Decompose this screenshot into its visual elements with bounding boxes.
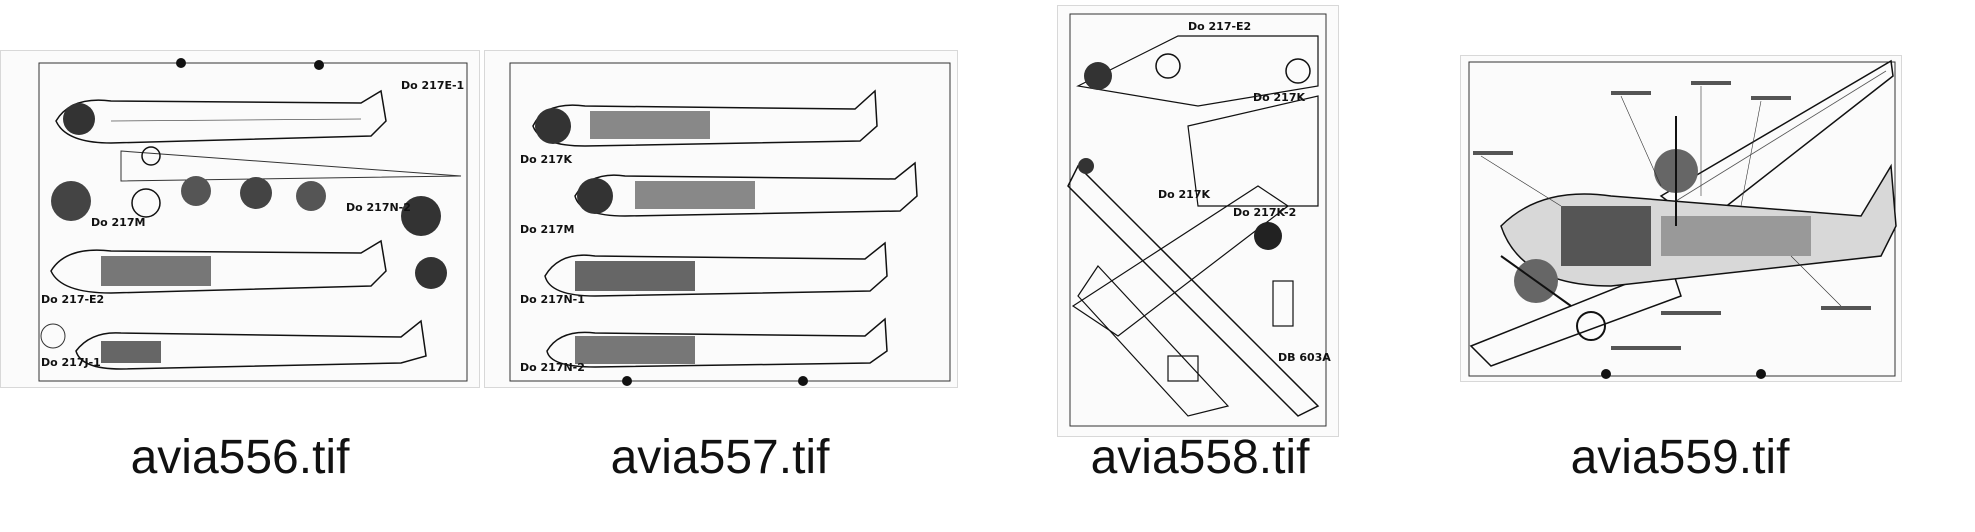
file-item-avia559[interactable]: avia559.tif bbox=[1440, 0, 1920, 490]
drawing-label: Do 217K bbox=[1158, 188, 1210, 201]
drawing-label: Do 217N-1 bbox=[520, 293, 585, 306]
drawing-label: Do 217K bbox=[520, 153, 572, 166]
aircraft-blueprint-icon: Do 217E-1 Do 217M Do 217N-2 Do 217-E2 Do… bbox=[38, 58, 468, 382]
thumbnail-image[interactable]: Do 217E-1 Do 217M Do 217N-2 Do 217-E2 Do… bbox=[0, 50, 480, 388]
file-item-avia557[interactable]: Do 217K Do 217M Do 217N-1 Do 217N-2 avia… bbox=[480, 0, 960, 490]
filename-label[interactable]: avia557.tif bbox=[610, 431, 830, 484]
drawing-label: Do 217K-2 bbox=[1233, 206, 1296, 219]
aircraft-blueprint-icon: Do 217K Do 217M Do 217N-1 Do 217N-2 bbox=[509, 62, 951, 386]
aircraft-cutaway-icon bbox=[1468, 59, 1897, 379]
file-item-avia556[interactable]: Do 217E-1 Do 217M Do 217N-2 Do 217-E2 Do… bbox=[0, 0, 480, 490]
filename-label[interactable]: avia559.tif bbox=[1570, 431, 1790, 484]
drawing-label: Do 217J-1 bbox=[41, 356, 101, 369]
thumbnail-image[interactable]: Do 217-E2 Do 217K Do 217K Do 217K-2 DB 6… bbox=[1057, 5, 1339, 437]
thumbnail-image[interactable] bbox=[1460, 55, 1902, 382]
filename-label[interactable]: avia558.tif bbox=[1090, 431, 1310, 484]
drawing-label: Do 217M bbox=[91, 216, 145, 229]
drawing-label: Do 217E-1 bbox=[401, 79, 464, 92]
aircraft-blueprint-icon: Do 217-E2 Do 217K Do 217K Do 217K-2 DB 6… bbox=[1067, 13, 1331, 427]
drawing-label: Do 217-E2 bbox=[1188, 20, 1251, 33]
thumbnail-image[interactable]: Do 217K Do 217M Do 217N-1 Do 217N-2 bbox=[484, 50, 958, 388]
drawing-label: DB 603A bbox=[1278, 351, 1331, 364]
drawing-label: Do 217K bbox=[1253, 91, 1305, 104]
file-item-avia558[interactable]: Do 217-E2 Do 217K Do 217K Do 217K-2 DB 6… bbox=[960, 0, 1440, 490]
drawing-label: Do 217M bbox=[520, 223, 574, 236]
drawing-label: Do 217-E2 bbox=[41, 293, 104, 306]
drawing-label: Do 217N-2 bbox=[520, 361, 585, 374]
filename-label[interactable]: avia556.tif bbox=[130, 431, 350, 484]
drawing-label: Do 217N-2 bbox=[346, 201, 411, 214]
